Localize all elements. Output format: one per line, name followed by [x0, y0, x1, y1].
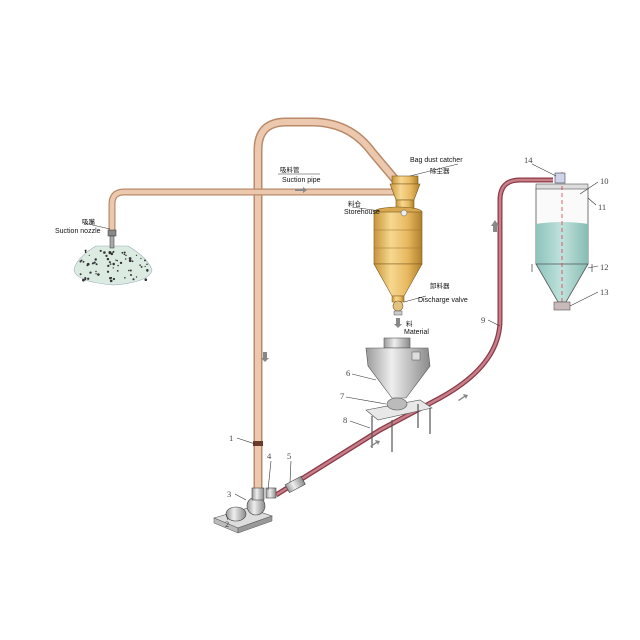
conveying-pipe: [274, 177, 553, 498]
suction-nozzle-cn: 吸嘴: [82, 217, 96, 226]
blower-set: [213, 475, 306, 534]
part-number-11: 11: [598, 202, 606, 212]
material-label: Material: [404, 329, 429, 336]
feeder-table: [365, 397, 433, 452]
part-number-12: 12: [600, 262, 609, 272]
part-number-7: 7: [340, 391, 344, 401]
part-number-10: 10: [600, 176, 609, 186]
discharge-valve-cn: 卸料器: [430, 281, 450, 290]
bag-dust-catcher: [389, 175, 421, 211]
part-number-6: 6: [346, 368, 350, 378]
discharge-valve-label: Discharge valve: [418, 297, 468, 304]
bag-dust-catcher-label: Bag dust catcher: [410, 157, 463, 164]
part-number-1: 1: [229, 433, 233, 443]
flow-arrow-right-icon: [295, 187, 307, 193]
suction-pipe-cn: 吸料管: [280, 165, 300, 174]
part-number-13: 13: [600, 287, 609, 297]
suction-line: [108, 188, 400, 232]
suction-pipe-label: Suction pipe: [282, 177, 321, 184]
flow-arrow-diag-icon-2: [458, 394, 468, 401]
discharge-valve-icon: [391, 295, 405, 316]
flow-arrow-down-icon: [394, 318, 402, 328]
material-pile: [73, 245, 153, 286]
part-number-2: 2: [225, 519, 229, 529]
flow-arrow-up-icon: [491, 220, 499, 232]
part-number-14: 14: [524, 155, 533, 165]
part-numbers: 1 2 3 4 5 6 7 8 9 10 11 12 13 14: [225, 155, 609, 529]
part-number-9: 9: [481, 315, 485, 325]
part-number-8: 8: [343, 415, 347, 425]
material-cn: 料: [406, 319, 413, 328]
flow-arrow-down-icon-2: [261, 352, 269, 362]
flow-arrow-diag-icon: [370, 440, 380, 447]
suction-nozzle-icon: [107, 229, 117, 249]
storehouse-label: Storehouse: [344, 209, 380, 216]
part-number-4: 4: [267, 451, 272, 461]
bag-dust-catcher-cn: 除尘器: [430, 166, 450, 175]
silo: [531, 172, 593, 311]
suction-nozzle-label: Suction nozzle: [55, 228, 101, 235]
suction-pipe: [253, 117, 409, 495]
suction-pipe-clamp: [253, 441, 263, 446]
part-number-3: 3: [227, 489, 231, 499]
feed-hopper: [365, 337, 431, 399]
storehouse-cn: 料仓: [348, 199, 362, 208]
part-number-5: 5: [287, 451, 291, 461]
storehouse: [373, 206, 423, 297]
